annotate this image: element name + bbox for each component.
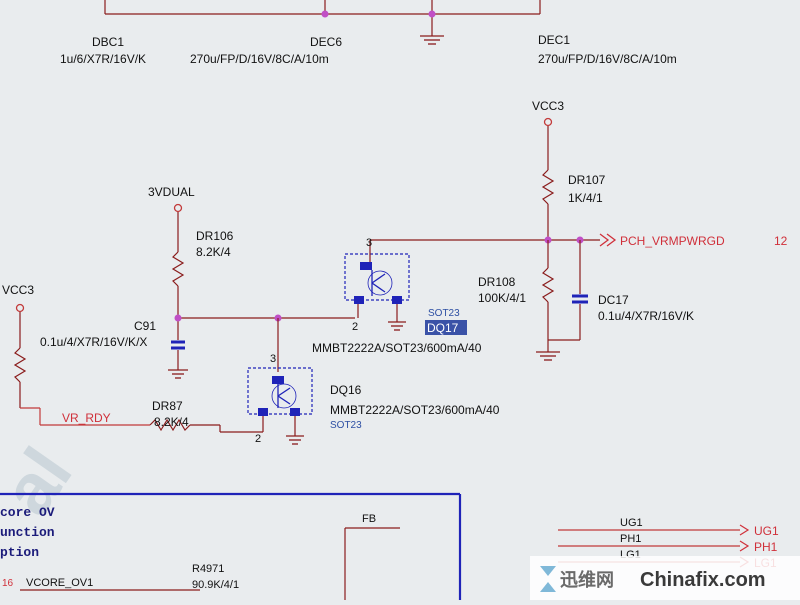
- dbc1-ref: DBC1: [92, 35, 124, 49]
- dec6-ref: DEC6: [310, 35, 342, 49]
- dec1-ref: DEC1: [538, 33, 570, 47]
- chinafix-watermark: 迅维网 Chinafix.com: [530, 556, 800, 600]
- dq17-ref[interactable]: DQ17: [427, 321, 459, 335]
- dr87-ref: DR87: [152, 399, 183, 413]
- c91-ref: C91: [134, 319, 156, 333]
- 3vdual-label: 3VDUAL: [148, 185, 195, 199]
- ground-symbol: [168, 369, 188, 379]
- r4971-ref: R4971: [192, 563, 224, 575]
- dbc1-value: 1u/6/X7R/16V/K: [60, 52, 146, 66]
- dq16-part: MMBT2222A/SOT23/600mA/40: [330, 403, 500, 417]
- dq16-pin3: 3: [270, 353, 276, 365]
- block-line-1: core OV: [0, 505, 55, 520]
- dr87-resistor-icon: [149, 418, 191, 432]
- dq17-package: SOT23: [428, 308, 460, 319]
- c91-value: 0.1u/4/X7R/16V/K/X: [40, 335, 147, 349]
- dr106-value: 8.2K/4: [196, 245, 231, 259]
- dq16-pin2: 2: [255, 433, 261, 445]
- dr108-resistor-icon: [541, 267, 555, 303]
- dr108-ref: DR108: [478, 275, 516, 289]
- dr106-resistor-icon: [171, 251, 185, 287]
- vr-rdy-net[interactable]: VR_RDY: [62, 411, 111, 425]
- watermark-en: Chinafix.com: [640, 569, 766, 591]
- dq17-pin2: 2: [352, 321, 358, 333]
- ug1-wire-label: UG1: [620, 517, 643, 529]
- ground-symbol: [536, 351, 560, 361]
- ground-symbol: [420, 35, 444, 45]
- power-port-icon: [543, 117, 553, 127]
- offpage-arrow-icon: [739, 540, 750, 552]
- ground-symbol: [388, 321, 406, 331]
- dc17-value: 0.1u/4/X7R/16V/K: [598, 309, 694, 323]
- offpage-arrow-icon: [599, 233, 617, 247]
- ug1-port[interactable]: UG1: [754, 524, 779, 538]
- dq17-transistor-icon: [344, 253, 410, 304]
- dq16-package: SOT23: [330, 420, 362, 431]
- dec6-value: 270u/FP/D/16V/8C/A/10m: [190, 52, 329, 66]
- block-line-2: unction: [0, 525, 55, 540]
- dec1-value: 270u/FP/D/16V/8C/A/10m: [538, 52, 677, 66]
- pch-vrmpwrgd-page-ref[interactable]: 12: [774, 234, 788, 248]
- dq17-pin3: 3: [366, 237, 372, 249]
- power-port-icon: [15, 303, 25, 313]
- block-line-3: ption: [0, 545, 39, 560]
- dc17-ref: DC17: [598, 293, 629, 307]
- dr108-value: 100K/4/1: [478, 291, 526, 305]
- r4971-value: 90.9K/4/1: [192, 579, 239, 591]
- watermark-cn: 迅维网: [560, 569, 614, 590]
- dq17-part: MMBT2222A/SOT23/600mA/40: [312, 341, 482, 355]
- selection-highlight: [425, 320, 467, 335]
- resistor-icon: [13, 347, 27, 383]
- dc17-capacitor-icon: [572, 294, 588, 304]
- c91-capacitor-icon: [171, 340, 185, 350]
- vcc3-left-label: VCC3: [2, 283, 34, 297]
- ground-symbol: [286, 435, 304, 445]
- power-port-icon: [173, 203, 183, 213]
- dq16-transistor-icon: [247, 367, 313, 416]
- chinafix-logo-icon: [540, 566, 556, 592]
- ph1-wire-label: PH1: [620, 533, 641, 545]
- dr106-ref: DR106: [196, 229, 234, 243]
- junction-dot: [321, 10, 329, 18]
- dr87-value: 8.2K/4: [154, 415, 189, 429]
- vcc3-right-label: VCC3: [532, 99, 564, 113]
- junction-dot: [428, 10, 436, 18]
- fb-net[interactable]: FB: [362, 513, 376, 525]
- ph1-port[interactable]: PH1: [754, 540, 778, 554]
- top-bus: [104, 0, 541, 45]
- dr107-ref: DR107: [568, 173, 606, 187]
- offpage-arrow-icon: [739, 524, 750, 536]
- junction-dot: [174, 314, 182, 322]
- dr107-resistor-icon: [541, 169, 555, 205]
- vcore-ov1-page-ref[interactable]: 16: [2, 578, 14, 589]
- dq16-ref[interactable]: DQ16: [330, 383, 362, 397]
- vcore-ov1-net[interactable]: VCORE_OV1: [26, 577, 93, 589]
- dr107-value: 1K/4/1: [568, 191, 603, 205]
- vcore-ov-block: core OV unction ption: [0, 492, 462, 600]
- pch-vrmpwrgd-net[interactable]: PCH_VRMPWRGD: [620, 234, 725, 248]
